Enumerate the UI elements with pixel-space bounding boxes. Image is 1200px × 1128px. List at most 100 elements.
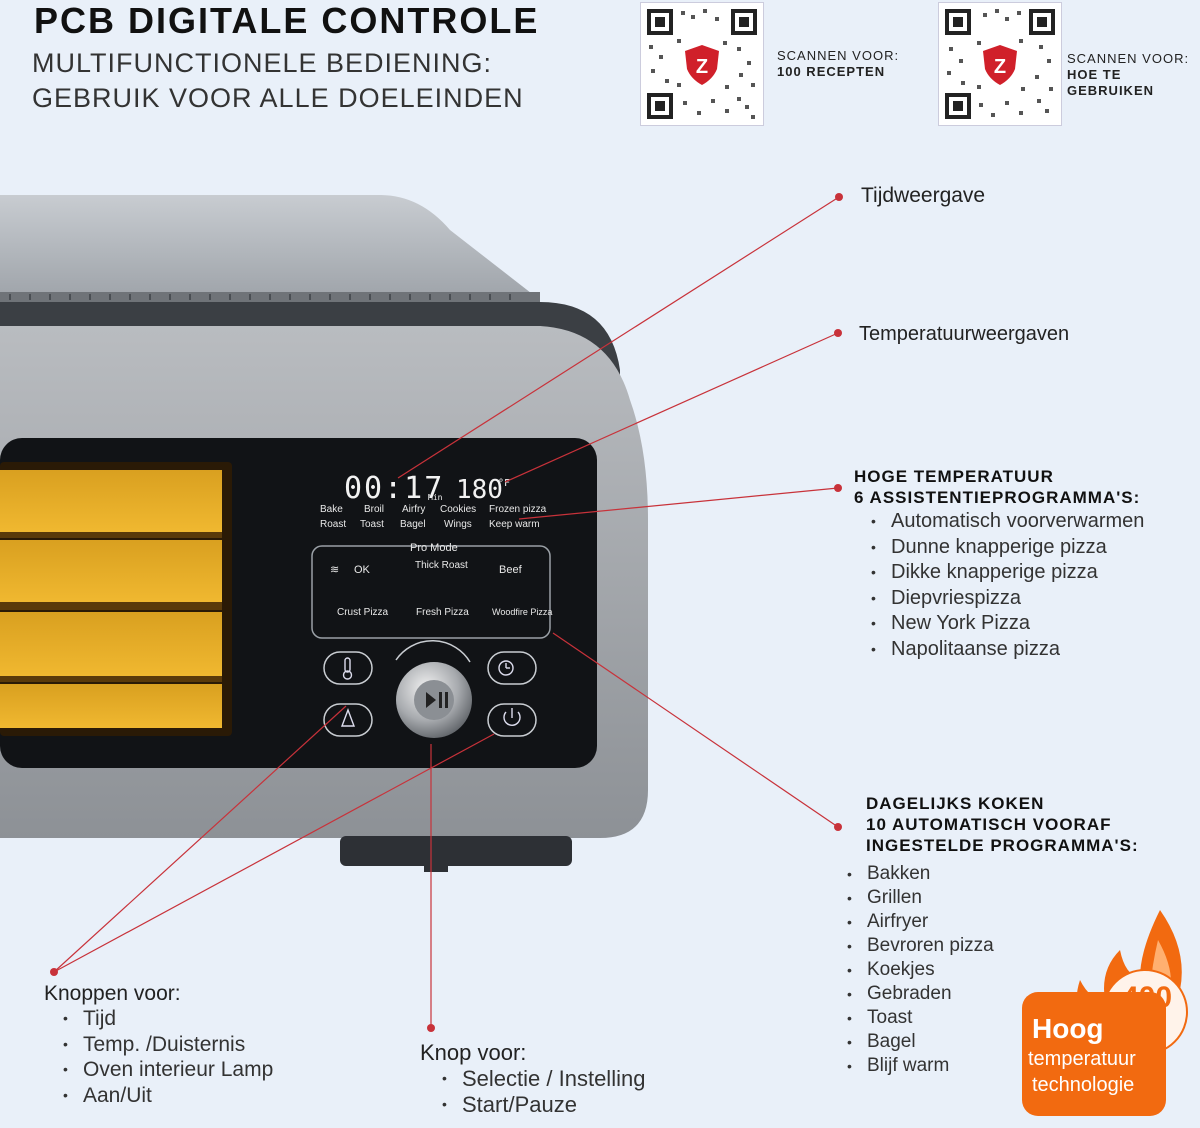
list-item: Start/Pauze (438, 1092, 645, 1118)
clock-button (487, 651, 537, 685)
qr-scan-label: SCANNEN VOOR: (777, 48, 900, 63)
svg-text:Z: Z (696, 56, 708, 78)
mode-label: Frozen pizza (489, 504, 547, 515)
oven-lid (0, 195, 540, 300)
list-item: Napolitaanse pizza (867, 637, 1144, 663)
oven-display: 00:17 Min 180 °F (344, 471, 510, 506)
pro-ok-label: OK (354, 564, 371, 576)
callout-dot (50, 968, 58, 976)
mode-label: Cookies (440, 504, 476, 515)
high-temp-list: Automatisch voorverwarmen Dunne knapperi… (867, 509, 1144, 662)
buttons-list: Tijd Temp. /Duisternis Oven interieur La… (59, 1006, 273, 1108)
pro-thick-label: Thick Roast (415, 560, 468, 571)
oven-foot-small (424, 862, 448, 872)
qr-scan-label: SCANNEN VOOR: (1067, 51, 1190, 66)
mode-label: Wings (444, 519, 472, 530)
shield-logo-icon (685, 45, 719, 85)
list-item: Gebraden (843, 982, 994, 1006)
callout-knob: Knop voor: Selectie / Instelling Start/P… (420, 1040, 645, 1117)
callout-dot (427, 1024, 435, 1032)
clock-icon (498, 660, 514, 676)
list-item: Dunne knapperige pizza (867, 535, 1144, 561)
thermometer-icon (344, 657, 351, 673)
pro-woodfire-label: Woodfire Pizza (492, 607, 552, 617)
badge-high: Hoog (1032, 1013, 1104, 1044)
list-item: Dikke knapperige pizza (867, 560, 1144, 586)
list-item: Temp. /Duisternis (59, 1032, 273, 1058)
high-temp-badge: 400 °C Hoog temperatuur technologie (1022, 910, 1188, 1116)
list-item: Tijd (59, 1006, 273, 1032)
play-pause-icon (426, 692, 448, 708)
list-item: Airfryer (843, 910, 994, 934)
shield-logo-icon (983, 45, 1017, 85)
qr-caption-recipes: SCANNEN VOOR: 100 RECEPTEN (777, 48, 899, 80)
callout-dot (835, 193, 843, 201)
mode-label: Roast (320, 519, 346, 530)
callout-dot (834, 823, 842, 831)
oven-illustration (0, 195, 648, 872)
list-item: Grillen (843, 886, 994, 910)
callout-dot (834, 329, 842, 337)
time-unit: Min (428, 493, 443, 502)
page-title: PCB DIGITALE CONTROLE (34, 0, 540, 41)
subtitle-line-1: MULTIFUNCTIONELE BEDIENING: (32, 48, 493, 78)
mode-label: Toast (360, 519, 384, 530)
knob-arc (395, 640, 471, 663)
list-item: Selectie / Instelling (438, 1066, 645, 1092)
temp-unit: °F (498, 478, 510, 489)
mode-label: Broil (364, 504, 384, 515)
callout-daily: DAGELIJKS KOKEN 10 AUTOMATISCH VOORAF IN… (866, 793, 1139, 856)
mode-label: Keep warm (489, 519, 540, 530)
daily-heading-1: DAGELIJKS KOKEN (866, 794, 1045, 813)
mode-label: Bagel (400, 519, 426, 530)
list-item: Blijf warm (843, 1054, 994, 1078)
list-item: Toast (843, 1006, 994, 1030)
mode-label: Airfry (402, 504, 425, 515)
subtitle-line-2: GEBRUIK VOOR ALLE DOELEINDEN (32, 83, 524, 113)
pro-beef-label: Beef (499, 564, 523, 576)
badge-card (1022, 992, 1166, 1116)
high-temp-heading-1: HOGE TEMPERATUUR (854, 467, 1054, 486)
pro-crust-label: Crust Pizza (337, 607, 389, 618)
knob-heading: Knop voor: (420, 1040, 527, 1065)
callout-dot (834, 484, 842, 492)
list-item: Aan/Uit (59, 1083, 273, 1109)
high-temp-heading-2: 6 ASSISTENTIEPROGRAMMA'S: (854, 488, 1141, 507)
list-item: Diepvriespizza (867, 586, 1144, 612)
list-item: Oven interieur Lamp (59, 1057, 273, 1083)
daily-heading-2: 10 AUTOMATISCH VOORAF (866, 815, 1112, 834)
list-item: Automatisch voorverwarmen (867, 509, 1144, 535)
light-button (323, 703, 373, 737)
oven-foot (340, 836, 572, 866)
pro-fresh-label: Fresh Pizza (416, 607, 469, 618)
time-readout: 00:17 (344, 471, 444, 506)
qr-code-recipes[interactable]: Z (640, 2, 764, 126)
list-item: Bevroren pizza (843, 934, 994, 958)
lamp-icon (340, 708, 356, 727)
badge-line-2: technologie (1032, 1074, 1134, 1096)
qr-code-howto[interactable]: Z (938, 2, 1062, 126)
callout-temp-display: Temperatuurweergaven (859, 323, 1070, 345)
qr-pattern-icon: Z (647, 9, 757, 119)
callout-high-temp: HOGE TEMPERATUUR 6 ASSISTENTIEPROGRAMMA'… (854, 466, 1144, 662)
knob-list: Selectie / Instelling Start/Pauze (438, 1066, 645, 1117)
list-item: Bagel (843, 1030, 994, 1054)
callout-time-display: Tijdweergave (861, 184, 986, 207)
callout-buttons: Knoppen voor: Tijd Temp. /Duisternis Ove… (44, 982, 273, 1108)
buttons-heading: Knoppen voor: (44, 982, 181, 1005)
list-item: Bakken (843, 862, 994, 886)
oven-vents (9, 294, 511, 300)
list-item: Koekjes (843, 958, 994, 982)
power-icon (503, 711, 521, 726)
daily-heading-3: INGESTELDE PROGRAMMA'S: (866, 836, 1139, 855)
temp-button (323, 651, 373, 685)
qr-pattern-icon: Z (945, 9, 1055, 119)
pro-mode-frame (311, 545, 551, 639)
power-button (487, 703, 537, 737)
daily-list: Bakken Grillen Airfryer Bevroren pizza K… (843, 862, 994, 1078)
list-item: New York Pizza (867, 611, 1144, 637)
temp-readout: 180 (456, 475, 503, 505)
heat-icon: ≋ (330, 564, 339, 576)
svg-text:Z: Z (994, 56, 1006, 78)
qr-target-label: HOE TE GEBRUIKEN (1067, 67, 1155, 98)
